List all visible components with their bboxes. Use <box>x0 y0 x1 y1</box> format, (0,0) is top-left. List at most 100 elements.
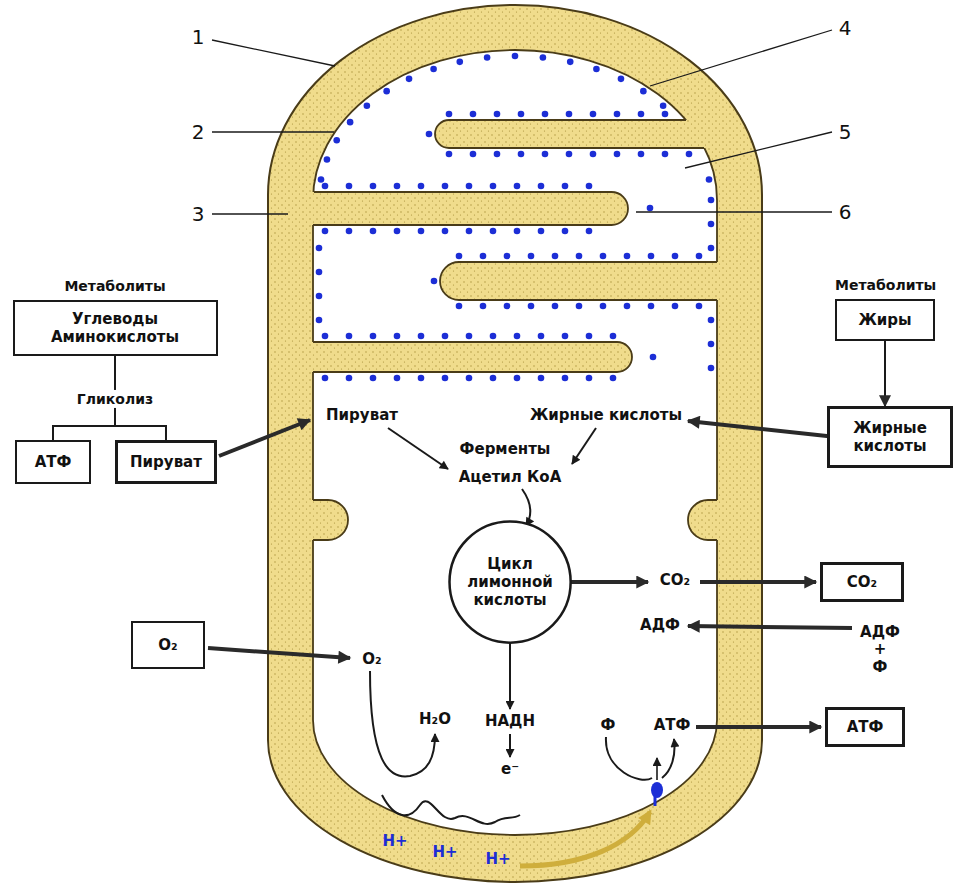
metabolite-label: АТФ <box>654 717 691 734</box>
synthase-particle <box>624 253 631 260</box>
cristae <box>300 120 730 540</box>
synthase-particle <box>662 111 669 118</box>
proton-flow-arrow <box>520 812 650 866</box>
synthase-particle <box>346 375 353 382</box>
synthase-particle <box>346 228 353 235</box>
synthase-particle <box>470 151 477 158</box>
leader-line <box>212 40 335 66</box>
synthase-particle <box>480 253 487 260</box>
synthase-particle <box>394 228 401 235</box>
flow-arrow <box>572 428 596 464</box>
flow-arrow <box>522 489 530 526</box>
cycle-circle: Цикл лимонной кислоты <box>447 519 573 645</box>
synthase-particle <box>490 228 497 235</box>
synthase-particle <box>466 228 473 235</box>
synthase-particle <box>514 333 521 340</box>
circle-shape <box>449 521 570 642</box>
electron-label: e⁻ <box>501 761 519 778</box>
box-text: Жирные кислоты <box>842 419 938 455</box>
synthase-particle <box>446 111 453 118</box>
synthase-particle <box>528 303 535 310</box>
metabolite-box: Жирные кислоты <box>827 406 953 468</box>
synthase-particle <box>610 333 617 340</box>
synthase-particle <box>346 183 353 190</box>
synthase-particle <box>696 303 703 310</box>
synthase-particle <box>586 333 593 340</box>
crista-outline <box>313 500 348 540</box>
box-text: CO₂ <box>847 573 877 591</box>
proton-label: H+ <box>485 851 510 868</box>
electron-transport-chain <box>382 795 520 824</box>
synthase-particle <box>370 375 377 382</box>
synthase-particle <box>562 228 569 235</box>
synthase-particle <box>431 278 438 285</box>
metabolite-label: АДФ <box>640 617 680 634</box>
crista-outline <box>440 262 717 300</box>
box-text: АТФ <box>35 453 72 471</box>
synthase-particle <box>542 111 549 118</box>
metabolite-label: Ф <box>601 717 616 734</box>
synthase-particle <box>590 111 597 118</box>
synthase-particle <box>383 88 390 95</box>
synthase-particle <box>538 375 545 382</box>
synthase-particle <box>333 137 340 144</box>
leader-lines <box>212 30 832 214</box>
synthase-particle <box>418 228 425 235</box>
metabolite-box: АТФ <box>15 440 91 484</box>
synthase-particle <box>504 303 511 310</box>
synthase-particle <box>708 317 715 324</box>
synthase-particle <box>618 76 625 83</box>
box-text: АТФ <box>847 718 884 736</box>
synthase-particle <box>648 303 655 310</box>
synthase-particle <box>430 66 437 73</box>
callout-number: 6 <box>839 201 852 224</box>
metabolite-label: Жирные кислоты <box>530 407 682 424</box>
flow-arrow <box>388 428 448 469</box>
outer-membrane <box>268 5 762 882</box>
crista-fill <box>300 500 348 540</box>
synthase-particle <box>567 59 574 66</box>
synthase-particle <box>708 221 715 228</box>
flow-arrow <box>208 648 350 658</box>
synthase-particle <box>586 183 593 190</box>
synthase-particle <box>586 228 593 235</box>
synthase-particle <box>518 111 525 118</box>
enzyme-label: Ферменты <box>460 441 551 458</box>
leader-line <box>212 131 334 132</box>
connector <box>884 341 886 406</box>
synthase-particle <box>708 245 715 252</box>
synthase-particle <box>316 245 323 252</box>
synthase-particle <box>540 54 547 61</box>
flow-arrow <box>219 420 310 456</box>
callout-number: 5 <box>839 121 852 144</box>
box-heading: Метаболиты <box>835 277 935 293</box>
flow-arrow <box>509 640 511 709</box>
crista-outline <box>435 120 704 148</box>
crista-texture <box>300 342 632 372</box>
leader-line <box>212 213 288 214</box>
synthase-particle <box>672 253 679 260</box>
synthase-particle <box>518 151 525 158</box>
metabolite-label: H₂O <box>419 711 451 728</box>
callout-number: 3 <box>192 203 205 226</box>
outer-membrane-group <box>268 5 762 882</box>
synthase-particle <box>316 317 323 324</box>
crista-fill <box>300 342 632 372</box>
synthase-particle <box>490 333 497 340</box>
box-text: Жиры <box>858 311 911 329</box>
synthase-particle <box>614 111 621 118</box>
box-text: O₂ <box>158 636 177 654</box>
synthase-particle <box>647 205 654 212</box>
synthase-particle <box>576 253 583 260</box>
synthase-particle <box>418 375 425 382</box>
synthase-particle <box>514 375 521 382</box>
callout-number: 1 <box>192 26 205 49</box>
metabolite-box: Пируват <box>115 440 217 484</box>
flow-arrow <box>606 737 652 780</box>
synthase-particle <box>514 228 521 235</box>
synthase-particle <box>708 365 715 372</box>
box-text: Цикл лимонной кислоты <box>462 555 558 609</box>
synthase-particle <box>708 341 715 348</box>
flow-arrow <box>509 734 511 757</box>
flow-arrow <box>568 580 648 584</box>
